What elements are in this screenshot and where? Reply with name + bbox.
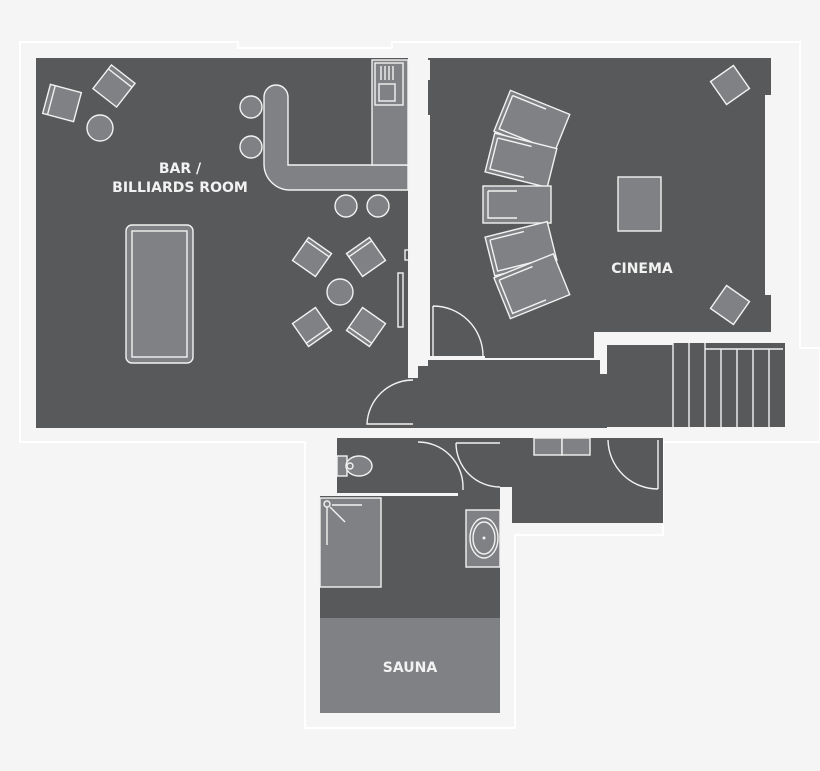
bar-billiards-room (36, 58, 408, 428)
sauna-room (320, 618, 500, 713)
kitchen-unit (371, 59, 409, 166)
bar-stool-2 (239, 135, 263, 159)
door-cinema (432, 305, 484, 358)
chair-3 (291, 306, 333, 348)
chair-4 (345, 306, 387, 348)
speaker-1 (709, 64, 751, 106)
sauna-label: SAUNA (382, 660, 438, 676)
cinema-seats (482, 89, 571, 320)
door-wc (417, 441, 464, 490)
bar-room-label-line2: BILLIARDS ROOM (112, 180, 248, 196)
cinema-table (617, 176, 662, 232)
chair-1 (291, 236, 333, 278)
bar-stool-4 (366, 194, 390, 218)
sink-icon (374, 62, 404, 106)
chair-2 (345, 236, 387, 278)
cinema-label: CINEMA (611, 261, 673, 277)
speaker-2 (709, 284, 751, 326)
toilet-icon (336, 455, 373, 477)
washbasin-icon (465, 509, 501, 568)
billiards-table (125, 224, 194, 364)
bar-room-label-line1: BAR / (158, 161, 202, 177)
bar-stool-3 (334, 194, 358, 218)
staircase (672, 343, 785, 427)
armchair-2 (91, 63, 137, 109)
door-bar (366, 379, 414, 425)
door-hallway (607, 439, 659, 490)
shower-icon (319, 497, 382, 588)
lobby-bench-2 (561, 437, 591, 456)
lobby-bench-1 (533, 437, 563, 456)
outer-wall-outline (19, 41, 820, 729)
bar-stool-1 (239, 95, 263, 119)
dining-table (326, 278, 354, 306)
armchair-1 (41, 83, 83, 123)
door-lobby (455, 442, 501, 488)
bar-counter (263, 84, 409, 191)
side-table (86, 114, 114, 142)
bar-room-label: BAR / BILLIARDS ROOM (70, 160, 290, 198)
